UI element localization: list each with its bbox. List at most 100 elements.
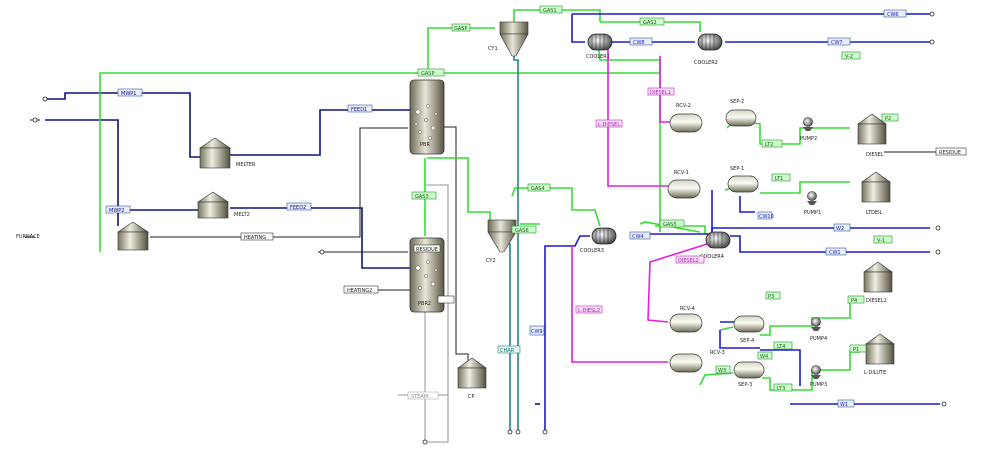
svg-text:DIESEL1: DIESEL1 [650, 90, 671, 96]
svg-text:CW8: CW8 [633, 40, 645, 46]
tag-gas2[interactable]: GAS2 [639, 17, 665, 26]
tag-diesel1[interactable]: DIESEL1 [647, 87, 675, 96]
tag-cw8[interactable]: CW8 [629, 37, 653, 46]
melter-tank[interactable]: MELTER [199, 137, 256, 169]
svg-text:HEATING2: HEATING2 [347, 288, 372, 294]
tag-p2[interactable]: P2 [881, 113, 899, 122]
tag-heating[interactable]: HEATING [240, 232, 274, 241]
tag-mwp2[interactable]: MWP2 [105, 205, 131, 214]
svg-text:CW6: CW6 [887, 12, 899, 18]
tag-steam[interactable]: STEAM [407, 391, 439, 400]
sep1-label: SEP-1 [730, 166, 744, 172]
steam-gray-line[interactable] [398, 184, 449, 443]
svg-text:STEAM: STEAM [411, 394, 428, 400]
rcv4-drum[interactable]: RCV-4 [669, 306, 703, 333]
sep1-drum[interactable]: SEP-1 [727, 166, 759, 193]
ldilute-tank[interactable]: L-DILUTE [864, 333, 895, 376]
mwp2-stream[interactable] [45, 119, 119, 226]
diesel-magenta-lines[interactable] [571, 48, 721, 363]
cooler4-label: COOLER4 [700, 254, 724, 260]
svg-text:CHAR: CHAR [500, 348, 515, 354]
tag-feed1[interactable]: FEED1 [347, 104, 373, 113]
tag-lt4[interactable]: LT4 [773, 341, 793, 350]
tag-w4[interactable]: W4 [757, 351, 773, 360]
cooling-water-blue[interactable] [544, 13, 940, 430]
tag-lt3[interactable]: LT3 [773, 383, 793, 392]
stream-tags: MWP1 MWP2 FEED1 FEED2 HEATING HEATING2 R… [105, 5, 967, 408]
pbr-reactor[interactable]: PBR [409, 79, 445, 155]
svg-text:LT2: LT2 [765, 142, 773, 148]
svg-text:P3: P3 [768, 294, 774, 300]
cooler1-exchanger[interactable]: COOLER1 [586, 33, 613, 60]
tag-gas3[interactable]: GAS3 [411, 191, 437, 200]
tag-cw2[interactable]: W2 [833, 223, 851, 232]
tag-lt2[interactable]: LT2 [761, 139, 783, 148]
cooler2-exchanger[interactable]: COOLER2 [694, 33, 723, 66]
feed1-stream[interactable] [230, 109, 410, 156]
tag-gasp[interactable]: GASP [417, 68, 445, 77]
tag-residue[interactable]: RESIDUE [413, 244, 441, 253]
cy2-cyclone[interactable]: CY2 [486, 219, 517, 264]
tag-ldiesel2[interactable]: L-DIESL2 [575, 305, 603, 314]
pump4[interactable]: PUMP4 [810, 317, 827, 343]
heating2-stream[interactable] [318, 126, 469, 362]
tag-feed2[interactable]: FEED2 [286, 202, 312, 211]
pump2-label: PUMP2 [800, 136, 817, 142]
svg-text:V-2: V-2 [845, 54, 853, 60]
tag-cw1[interactable]: CW1 [825, 247, 847, 256]
tag-lt1[interactable]: LT1 [771, 173, 791, 182]
svg-text:W2: W2 [836, 226, 844, 232]
tag-cw7[interactable]: CW7 [827, 37, 851, 46]
furnace-label: FURNACE [16, 234, 40, 240]
mwp1-stream[interactable] [45, 92, 200, 158]
pump1[interactable]: PUMP1 [804, 191, 821, 217]
sep4-drum[interactable]: SEP-4 [733, 315, 765, 344]
diesel-tank[interactable]: DIESEL [857, 113, 887, 158]
tag-gas6[interactable]: GAS6 [511, 225, 537, 234]
svg-text:P4: P4 [851, 298, 857, 304]
tag-w1[interactable]: W1 [837, 399, 855, 408]
tag-p4[interactable]: P4 [847, 295, 865, 304]
cooler2-label: COOLER2 [694, 60, 718, 66]
sep3-drum[interactable]: SEP-3 [733, 361, 765, 388]
tag-p1[interactable]: P1 [849, 344, 867, 353]
tag-p3[interactable]: P3 [765, 291, 781, 300]
cy1-cyclone[interactable]: CY1 [488, 21, 529, 57]
tag-diesel2[interactable]: DIESEL2 [675, 255, 705, 264]
tag-cw6[interactable]: CW6 [883, 9, 907, 18]
pump3[interactable]: PUMP3 [810, 365, 827, 389]
sep2-drum[interactable]: SEP-2 [725, 99, 757, 127]
tag-residue-out[interactable]: RESIDUE [935, 147, 967, 156]
tag-cw9[interactable]: CW9 [529, 325, 545, 336]
cp-tank[interactable]: CP [457, 357, 487, 400]
tag-v1[interactable]: V-1 [873, 235, 893, 244]
tag-char[interactable]: CHAR [497, 345, 521, 354]
melt2-tank[interactable]: MELT2 [197, 191, 250, 219]
tag-steam-out[interactable] [437, 295, 455, 304]
tag-gas4[interactable]: GAS4 [527, 183, 551, 192]
rcv2-drum[interactable]: RCV-2 [669, 103, 703, 133]
svg-text:W4: W4 [760, 354, 768, 360]
svg-text:V-1: V-1 [877, 238, 885, 244]
tag-v2[interactable]: V-2 [841, 51, 861, 60]
rcv1-drum[interactable]: RCV-1 [667, 170, 701, 199]
tag-gas5[interactable]: GAS5 [659, 219, 685, 228]
ltdiesel-tank[interactable]: LTDEIL [861, 171, 891, 216]
svg-text:RESIDUE: RESIDUE [939, 150, 961, 156]
tag-w3[interactable]: W3 [715, 365, 731, 374]
pbr2-reactor[interactable]: PBR2 [409, 237, 445, 313]
tag-gas1[interactable]: GAS1 [539, 5, 563, 14]
tag-mwp1[interactable]: MWP1 [117, 88, 143, 97]
tag-cw4[interactable]: CW4 [629, 231, 651, 240]
furnace-tank[interactable]: FURNACE [16, 221, 149, 251]
diesel2-tank[interactable]: DIESEL2 [863, 261, 893, 304]
svg-text:LT1: LT1 [775, 176, 783, 182]
pump2[interactable]: PUMP2 [800, 117, 817, 143]
tag-ldiesel[interactable]: L-DIESEL [595, 119, 623, 128]
cooler3-exchanger[interactable]: COOLER3 [580, 227, 617, 254]
tag-cw10[interactable]: CW10 [757, 211, 774, 220]
cooler4-exchanger[interactable]: COOLER4 [700, 231, 731, 260]
rcv3-drum[interactable]: RCV-3 [669, 350, 725, 373]
tag-heating2[interactable]: HEATING2 [343, 285, 379, 294]
tag-gasp-cy[interactable]: GASP [451, 23, 471, 32]
